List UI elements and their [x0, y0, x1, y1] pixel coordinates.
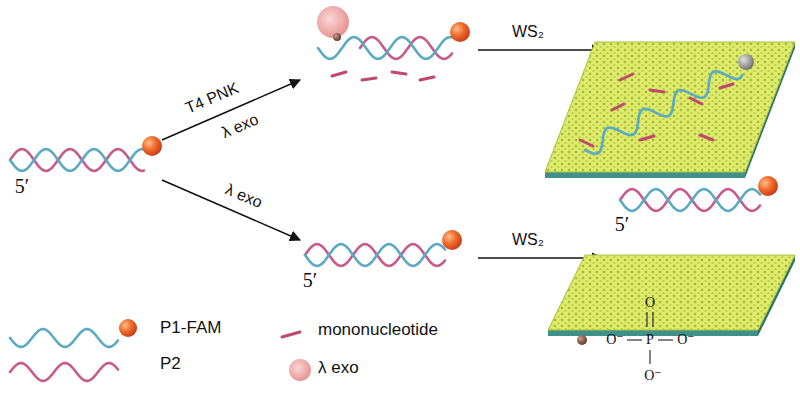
p2-strand: [305, 244, 445, 266]
fam-dye: [450, 22, 470, 42]
legend-exo: [289, 359, 311, 381]
atom-label: P: [646, 332, 654, 347]
atom-label: O⁻: [677, 332, 695, 347]
fam-dye: [758, 176, 778, 196]
legend-mononucleotide: [282, 332, 300, 337]
quenched-dye: [738, 54, 754, 70]
legend-text: P1-FAM: [160, 319, 221, 338]
reaction-label: T4 PNK: [183, 79, 241, 117]
atom-label: O⁻: [644, 368, 662, 383]
legend-fam-dye: [119, 319, 137, 337]
atom-label: O⁻: [606, 332, 624, 347]
p1-strand: [585, 71, 742, 153]
legend-text: P2: [160, 355, 181, 374]
legend-p1-strand: [10, 329, 118, 347]
reaction-label: WS₂: [512, 23, 544, 41]
p2-strand: [10, 149, 144, 171]
ws2-sheet: [545, 42, 795, 178]
mononucleotides: [332, 72, 733, 146]
reaction-label: WS₂: [512, 231, 544, 249]
legend-phosphate: [577, 335, 587, 345]
ws2-sheet: [548, 255, 795, 336]
fam-dye: [442, 230, 462, 250]
reaction-arrow: [478, 49, 602, 51]
legend-text: λ exo: [318, 359, 359, 378]
fam-dye: [142, 136, 162, 156]
reaction-label: λ exo: [223, 180, 265, 211]
strand-end-label: 5′: [615, 213, 629, 235]
phosphate-bonds: [627, 312, 673, 364]
reaction-label: λ exo: [219, 110, 261, 141]
phosphate-dot: [333, 33, 341, 41]
p1-strand: [620, 189, 760, 211]
legend-text: mononucleotide: [318, 321, 438, 340]
reaction-arrow: [162, 180, 300, 240]
strand-end-label: 5′: [303, 269, 317, 291]
legend-p2-strand: [10, 363, 118, 381]
p2-strand: [620, 189, 760, 211]
p1-strand: [305, 244, 445, 266]
lambda-exo-enzyme: [317, 6, 349, 38]
strand-end-label: 5′: [15, 175, 29, 197]
atom-label: O: [645, 295, 655, 310]
p1-strand: [10, 149, 144, 171]
